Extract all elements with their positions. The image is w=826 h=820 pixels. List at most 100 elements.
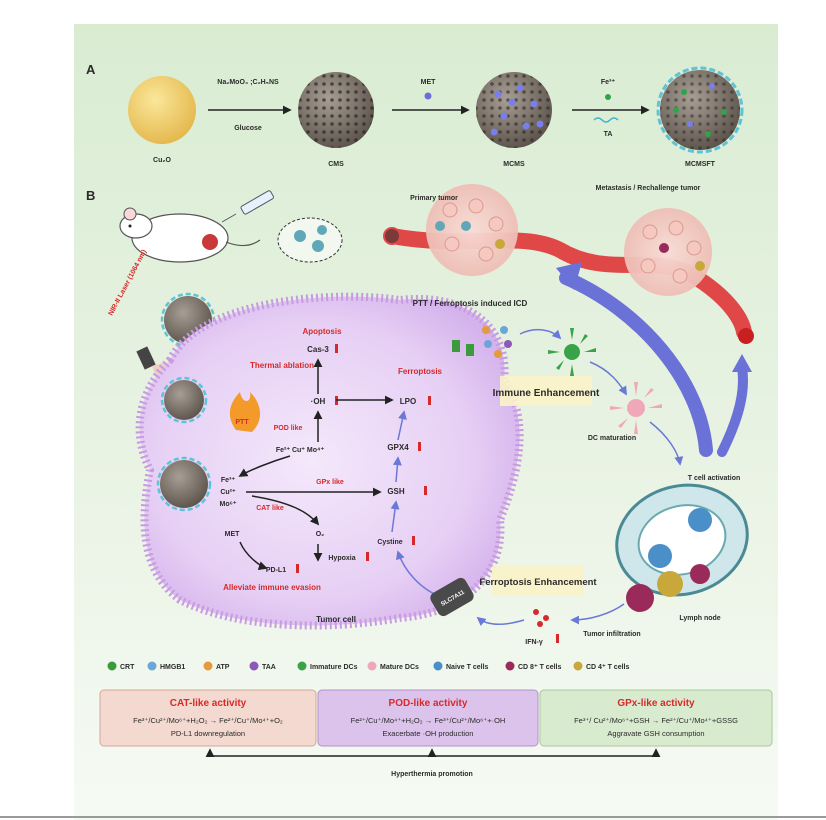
legend-label: CD 8⁺ T cells (518, 664, 561, 671)
tumor-infiltration-label: Tumor infiltration (583, 631, 640, 638)
mcms-met-dots (490, 84, 544, 136)
immune-attack-arrowhead-small (732, 354, 752, 372)
damp-particles-icon (452, 326, 512, 358)
oh-label: ·OH (311, 397, 326, 406)
cms-label: CMS (328, 161, 344, 168)
primary-tumor-label: Primary tumor (410, 195, 458, 202)
laser-device-icon (136, 346, 156, 370)
reagent3-top-label: Fe³⁺ (601, 79, 616, 86)
cms-pores-icon (298, 72, 374, 148)
primary-tumor-icon (426, 184, 518, 276)
mcms-label: MCMS (503, 161, 525, 168)
flame-icon (229, 392, 261, 432)
immune-attack-arrow-small (717, 363, 748, 457)
cat-like-label: CAT like (256, 505, 284, 512)
mouse-icon (119, 207, 261, 263)
reagent1-bottom-label: Glucose (234, 125, 262, 132)
metastasis-tumor-icon (624, 208, 712, 296)
hyperthermia-bracket (205, 748, 661, 758)
reagent2-label: MET (421, 79, 437, 86)
met-label: MET (225, 531, 241, 538)
cu2o-sphere-icon (128, 76, 196, 144)
cu2o-label: Cu₂O (153, 157, 171, 164)
activity-box (539, 689, 773, 747)
activity-box (99, 689, 317, 747)
vessel-end-icon (738, 328, 754, 344)
ions-center-label: Fe²⁺ Cu⁺ Mo⁴⁺ (276, 447, 325, 454)
activity-box-effect: PD-L1 downregulation (171, 729, 245, 738)
activity-box-equation: Fe³⁺/ Cu²⁺/Mo⁶⁺+GSH → Fe²⁺/Cu⁺/Mo⁴⁺+GSSG (574, 716, 738, 725)
lpo-label: LPO (400, 397, 416, 406)
legend-label: HMGB1 (160, 664, 185, 671)
activity-box-title: GPx-like activity (617, 698, 695, 709)
legend-label: CD 4⁺ T cells (586, 664, 629, 671)
ions-left-1: Fe³⁺ (221, 477, 236, 484)
gpx4-label: GPX4 (387, 443, 409, 452)
legend-label: Mature DCs (380, 664, 419, 671)
slc7a11-transporter-icon: SLC7A11 (430, 577, 474, 617)
syringe-icon (221, 190, 274, 223)
o2-label: O₂ (316, 531, 325, 538)
vessel-start-icon (383, 227, 401, 245)
met-dot-icon (424, 92, 432, 100)
dc-arrows (519, 328, 684, 466)
activity-box (317, 689, 539, 747)
alleviate-label: Alleviate immune evasion (223, 583, 321, 592)
legend-swatch-icon (573, 661, 583, 671)
ifn-label: IFN-γ (525, 639, 543, 646)
bubble-particle-icon (317, 225, 327, 235)
hypoxia-label: Hypoxia (328, 555, 355, 562)
ferroptosis-enhancement-highlight (492, 566, 584, 596)
pdl1-label: PD-L1 (266, 567, 286, 574)
reagent1-top-label: Na₂MoO₄ ;C₂H₅NS (217, 79, 279, 86)
infiltration-arrows (476, 603, 625, 627)
ions-left-3: Mo⁶⁺ (219, 501, 236, 508)
cystine-label: Cystine (377, 539, 402, 546)
activity-box-effect: Exacerbate ·OH production (383, 729, 474, 738)
dc-maturation-label: DC maturation (588, 435, 636, 442)
mcmsft-pores-icon (660, 70, 740, 150)
immune-attack-arrowhead-large (556, 262, 582, 290)
panel-a-label: A (86, 62, 96, 77)
ptt-icd-label: PTT / Ferroptosis induced ICD (413, 299, 528, 308)
nanoparticle-mid-icon (160, 376, 208, 424)
legend-swatch-icon (505, 661, 515, 671)
legend-swatch-icon (147, 661, 157, 671)
legend-swatch-icon (203, 661, 213, 671)
mcms-pores-icon (476, 72, 552, 148)
immune-enhancement-highlight (500, 376, 592, 406)
cas3-label: Cas-3 (307, 345, 329, 354)
t-cell-activation-label: T cell activation (688, 475, 741, 482)
legend-swatch-icon (297, 661, 307, 671)
legend-label: TAA (262, 664, 276, 671)
immune-enhancement-label: Immune Enhancement (493, 388, 600, 399)
activity-box-effect: Aggravate GSH consumption (607, 729, 704, 738)
legend-swatch-icon (249, 661, 259, 671)
gsh-label: GSH (387, 487, 405, 496)
legend-label: ATP (216, 664, 230, 671)
bubble-particle-icon (294, 230, 306, 242)
activity-box-title: CAT-like activity (170, 698, 247, 709)
ferroptosis-enhancement-label: Ferroptosis Enhancement (479, 577, 597, 588)
legend-label: Immature DCs (310, 664, 358, 671)
lymph-node-icon (615, 483, 749, 612)
gpx-like-label: GPx like (316, 479, 344, 486)
nanoparticle-bottom-icon (156, 456, 212, 512)
ferroptosis-label: Ferroptosis (398, 367, 443, 376)
ifn-increase-marker (556, 634, 559, 643)
immature-dc-icon (548, 328, 596, 376)
metastasis-tumor-label: Metastasis / Rechallenge tumor (596, 185, 701, 192)
legend-label: Naive T cells (446, 664, 489, 671)
thermal-ablation-label: Thermal ablation (250, 361, 314, 370)
pathway-arrows (238, 358, 394, 570)
bubble-particle-icon (312, 240, 324, 252)
immune-attack-arrow-large (559, 271, 713, 457)
tumor-cell-membrane (135, 292, 524, 630)
activity-box-equation: Fe³⁺/Cu²⁺/Mo⁶⁺+H₂O₂ → Fe²⁺/Cu⁺/Mo⁴⁺+O₂ (133, 716, 283, 725)
hyperthermia-label: Hyperthermia promotion (391, 771, 473, 778)
ifn-molecule-icon (533, 609, 549, 627)
lymph-node-label: Lymph node (679, 615, 720, 622)
